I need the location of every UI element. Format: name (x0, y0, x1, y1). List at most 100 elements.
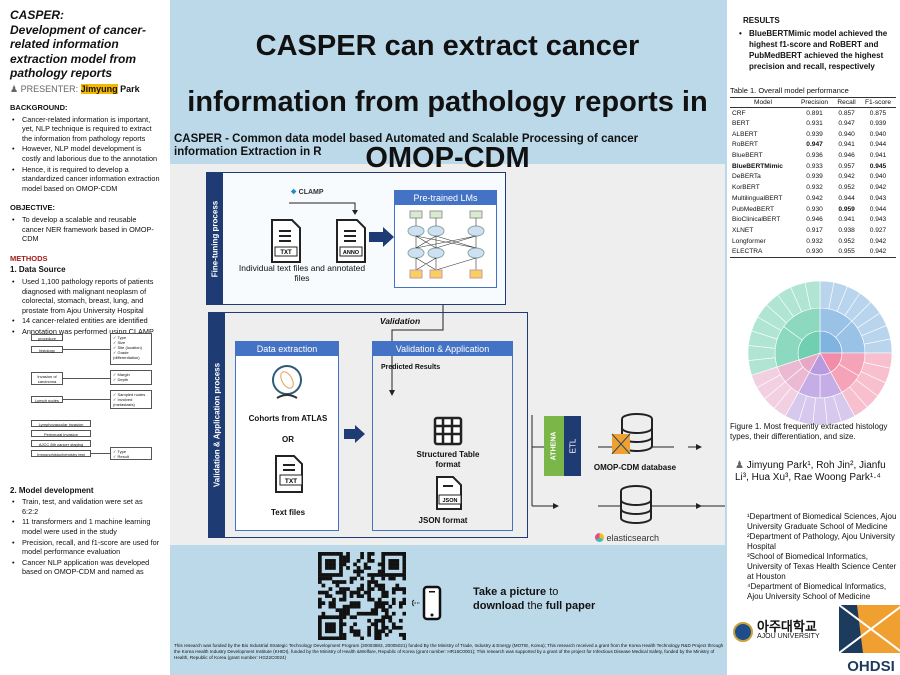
table-cell: 0.939 (869, 120, 887, 128)
json-file-icon: JSON (436, 476, 462, 510)
list-item: Precision, recall, and f1-score are used… (10, 538, 160, 557)
table-cell: 0.952 (838, 184, 855, 192)
table-cell: BlueBERTMimic (732, 162, 783, 170)
table-cell: XLNET (732, 226, 754, 234)
table-cell: BERT (732, 120, 750, 128)
right-column: RESULTS BlueBERTMimic model achieved the… (725, 0, 900, 675)
objective-heading: OBJECTIVE: (10, 203, 56, 213)
table-cell: 0.942 (869, 237, 887, 245)
ihc-details: ✓ Type✓ Result (110, 446, 152, 460)
table-cell: 0.939 (806, 130, 823, 138)
data-source-heading: 1. Data Source (10, 265, 66, 275)
table-cell: ALBERT (732, 130, 758, 138)
table-cell: 0.932 (806, 237, 823, 245)
table-cell: BlueBERT (732, 152, 763, 160)
list-item: 11 transformers and 1 machine learning m… (10, 517, 160, 536)
finetune-panel: Fine-tuning process ❖ CLAMP TXT ANNO Ind… (206, 172, 506, 305)
table-cell: 0.940 (838, 130, 855, 138)
center-column: Fine-tuning process ❖ CLAMP TXT ANNO Ind… (170, 0, 725, 675)
qr-code[interactable] (318, 552, 406, 640)
table-cell: 0.947 (806, 141, 823, 149)
omop-database-icon (611, 413, 653, 454)
table-cell: 0.917 (806, 226, 823, 234)
file-icons: TXT ANNO (271, 202, 366, 263)
table-cell: 0.875 (869, 109, 887, 117)
ajou-seal-icon (733, 622, 753, 642)
transformer-network-icon (407, 210, 485, 279)
list-item: BlueBERTMimic model achieved the highest… (737, 28, 897, 72)
elastic-database-icon (620, 485, 652, 524)
txt-file-icon: TXT (275, 455, 303, 493)
invasion-details: ✓ Margin✓ Depth (110, 369, 152, 385)
methods-heading: METHODS (10, 253, 48, 263)
title-line: OMOP-CDM (365, 142, 530, 174)
list-item: Used 1,100 pathology reports of patients… (10, 277, 160, 315)
column-header: Precision (795, 97, 834, 108)
entity-box: Invasion of carcinoma (31, 371, 63, 385)
presenter: ♟ PRESENTER: Jimyung Park (10, 83, 160, 95)
entity-box: Perineural invasion (31, 429, 91, 437)
list-item: To develop a scalable and reusable cance… (10, 215, 160, 244)
validation-application-header: Validation & Application (373, 342, 512, 356)
background-list: Cancer-related information is important,… (10, 115, 160, 194)
table-cell: 0.947 (838, 120, 855, 128)
affiliations: ¹Department of Biomedical Sciences, Ajou… (747, 512, 897, 601)
list-item: However, NLP model development is costly… (10, 144, 160, 163)
left-column: CASPER:Development of cancer-related inf… (0, 0, 170, 675)
table-cell: 0.936 (806, 152, 823, 160)
svg-text:TXT: TXT (285, 478, 297, 485)
entity-box: AJCC 8th cancer staging (31, 439, 91, 447)
table-cell: 0.941 (838, 216, 855, 224)
title-line: CASPER can extract cancer (255, 30, 640, 62)
arrow-right-icon (369, 227, 394, 247)
histology-sunburst (747, 280, 893, 426)
table-cell: BioClinicalBERT (732, 216, 781, 224)
presenter-last: Park (120, 83, 140, 94)
table-cell: 0.944 (838, 194, 855, 202)
diagram-area: Fine-tuning process ❖ CLAMP TXT ANNO Ind… (170, 164, 725, 545)
svg-text:JSON: JSON (443, 498, 458, 504)
elasticsearch-logo: elasticsearch (595, 533, 659, 543)
svg-text:ANNO: ANNO (343, 250, 360, 256)
background-heading: BACKGROUND: (10, 103, 68, 113)
table-cell: 0.940 (869, 173, 887, 181)
validation-application-box: Validation & Application Predicted Resul… (372, 341, 513, 531)
table-cell: 0.957 (838, 162, 855, 170)
athena-etl-badge: ATHENA ETL (544, 416, 581, 476)
table-icon (433, 416, 463, 446)
table-cell: 0.943 (869, 216, 887, 224)
table-cell: 0.931 (806, 120, 823, 128)
entity-figure: procedure histology ✓ Type✓ Size✓ Site (… (10, 332, 160, 482)
atlas-logo-icon (272, 365, 302, 399)
person-icon: ♟ (735, 460, 744, 471)
poster-subtitle: Development of cancer-related informatio… (10, 22, 147, 81)
table-cell: CRF (732, 109, 746, 117)
validation-label: Validation (379, 316, 421, 326)
validation-panel: Validation & Application process Data ex… (208, 312, 528, 538)
table-cell: 0.891 (806, 109, 823, 117)
files-caption: Individual text files and annotated file… (238, 263, 366, 283)
etl-label: ETL (568, 438, 577, 454)
main-title: CASPER can extract cancer information fr… (170, 18, 725, 186)
poster-title: CASPER: (10, 8, 65, 22)
text-files-label: Text files (270, 508, 306, 517)
clamp-logo: ❖ CLAMP (290, 189, 324, 196)
arrow-right-icon (344, 425, 365, 443)
table-cell: 0.927 (869, 226, 887, 234)
txt-file-icon: TXT (271, 219, 301, 263)
structured-table-label: Structured Table format (416, 450, 480, 469)
table-cell: RoBERT (732, 141, 758, 149)
cohorts-label: Cohorts from ATLAS (248, 414, 328, 423)
model-dev-heading: 2. Model development (10, 485, 94, 495)
table-cell: 0.945 (869, 162, 887, 170)
